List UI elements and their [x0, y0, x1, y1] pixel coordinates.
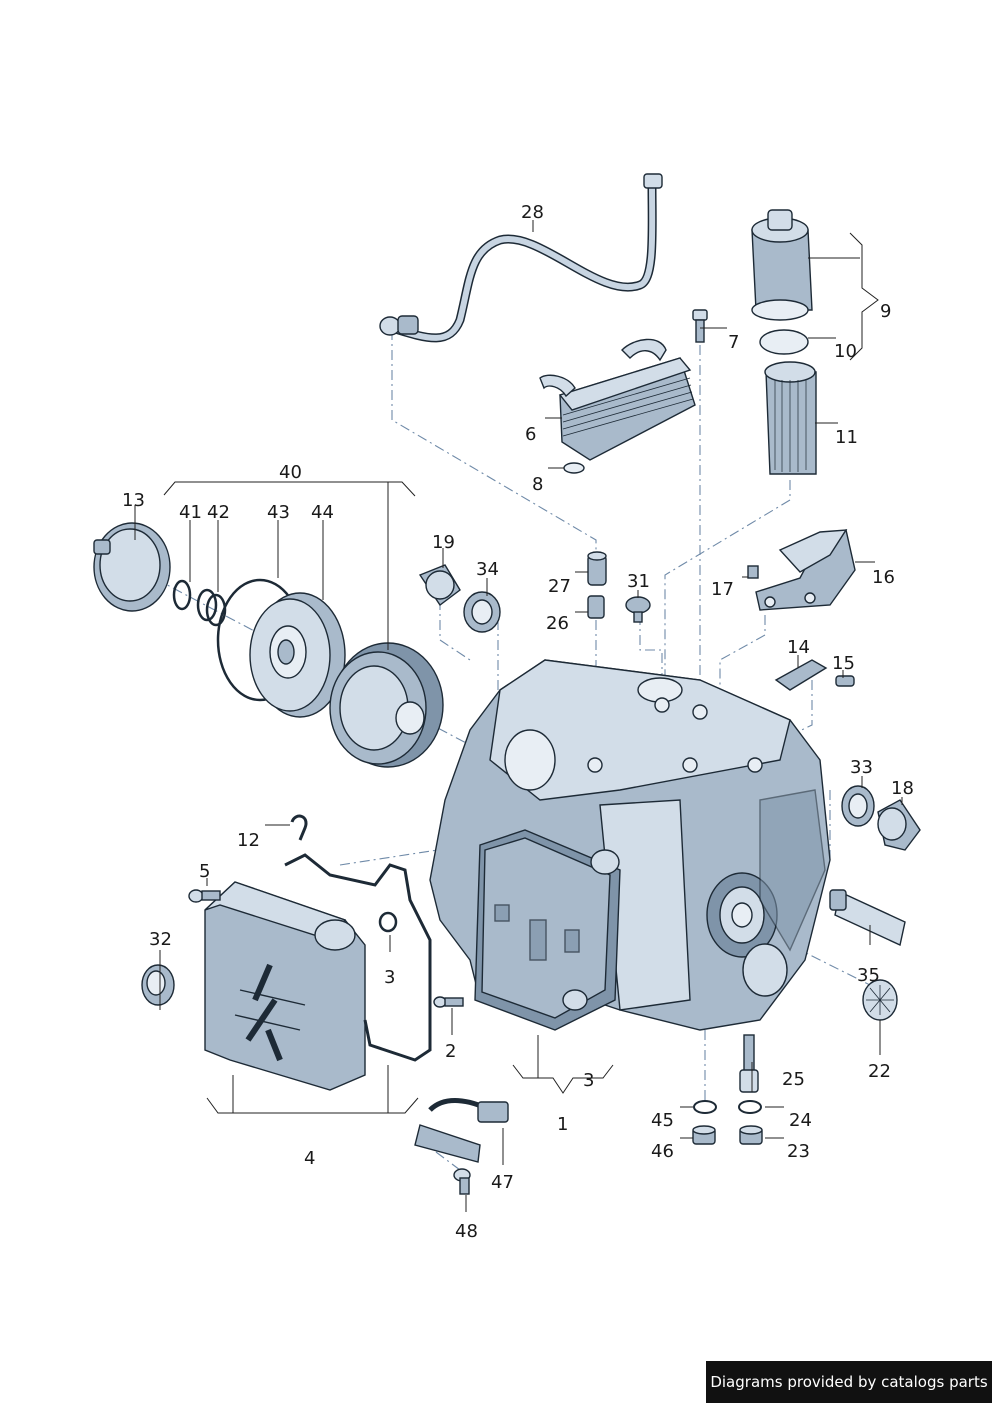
seal-33 — [841, 785, 875, 827]
bolt-5 — [188, 889, 221, 903]
plug-31 — [625, 596, 651, 623]
callout-3a: 3 — [384, 967, 395, 988]
callout-15: 15 — [832, 653, 855, 674]
callout-11: 11 — [835, 427, 858, 448]
callout-25: 25 — [782, 1069, 805, 1090]
flange-18 — [877, 799, 921, 851]
clutch-pack — [329, 642, 444, 768]
callout-46: 46 — [651, 1141, 674, 1162]
callout-26: 26 — [546, 613, 569, 634]
callout-12: 12 — [237, 830, 260, 851]
callout-41: 41 — [179, 502, 202, 523]
callout-17: 17 — [711, 579, 734, 600]
callout-47: 47 — [491, 1172, 514, 1193]
callout-13: 13 — [122, 490, 145, 511]
callout-48: 48 — [455, 1221, 478, 1242]
callout-43: 43 — [267, 502, 290, 523]
cover-13 — [93, 522, 171, 612]
snap-rings — [172, 579, 227, 627]
callout-44: 44 — [311, 502, 334, 523]
oil-cooler — [539, 338, 696, 474]
mechatronic-unit — [474, 829, 621, 1031]
drain-parts — [692, 1034, 763, 1145]
credit-banner: Diagrams provided by catalogs parts — [706, 1361, 992, 1403]
callout-22: 22 — [868, 1061, 891, 1082]
callout-34: 34 — [476, 559, 499, 580]
seal-34 — [463, 591, 501, 633]
callout-45: 45 — [651, 1110, 674, 1131]
callout-32: 32 — [149, 929, 172, 950]
callout-3b: 3 — [583, 1070, 594, 1091]
callout-33: 33 — [850, 757, 873, 778]
piston-44 — [249, 592, 346, 718]
callout-4: 4 — [304, 1148, 315, 1169]
callout-40: 40 — [279, 462, 302, 483]
filter-housing — [751, 209, 817, 475]
sealant-tube — [829, 889, 906, 947]
callout-42: 42 — [207, 502, 230, 523]
flange-19 — [418, 564, 461, 607]
o-ring-3 — [378, 911, 398, 933]
clip-12 — [290, 814, 308, 841]
callout-24: 24 — [789, 1110, 812, 1131]
callout-6: 6 — [525, 424, 536, 445]
sensor-47 — [414, 1098, 509, 1195]
callout-23: 23 — [787, 1141, 810, 1162]
leader-lines — [134, 220, 903, 1212]
gearbox-housing — [429, 659, 831, 1031]
callout-35: 35 — [857, 965, 880, 986]
callout-18: 18 — [891, 778, 914, 799]
callout-10: 10 — [834, 341, 857, 362]
sleeves — [587, 551, 607, 619]
callout-9: 9 — [880, 301, 891, 322]
bolt-7 — [692, 309, 708, 343]
callout-2: 2 — [445, 1041, 456, 1062]
callout-28: 28 — [521, 202, 544, 223]
callout-5: 5 — [199, 861, 210, 882]
callout-14: 14 — [787, 637, 810, 658]
callout-27: 27 — [548, 576, 571, 597]
mount-bracket — [747, 529, 856, 611]
oil-pan — [204, 881, 366, 1091]
lever-14 — [774, 659, 855, 691]
seal-32 — [141, 964, 175, 1006]
callout-7: 7 — [728, 332, 739, 353]
oil-pipe — [379, 173, 663, 343]
group-brackets — [163, 232, 879, 1114]
callout-8: 8 — [532, 474, 543, 495]
callouts: 1 2 3 3 4 5 6 7 8 9 10 11 12 13 14 15 16… — [122, 202, 914, 1242]
callout-16: 16 — [872, 567, 895, 588]
callout-31: 31 — [627, 571, 650, 592]
callout-19: 19 — [432, 532, 455, 553]
callout-1: 1 — [557, 1114, 568, 1135]
bolt-2 — [433, 996, 464, 1008]
pan-gasket — [284, 853, 432, 1062]
cap-22 — [862, 979, 898, 1021]
